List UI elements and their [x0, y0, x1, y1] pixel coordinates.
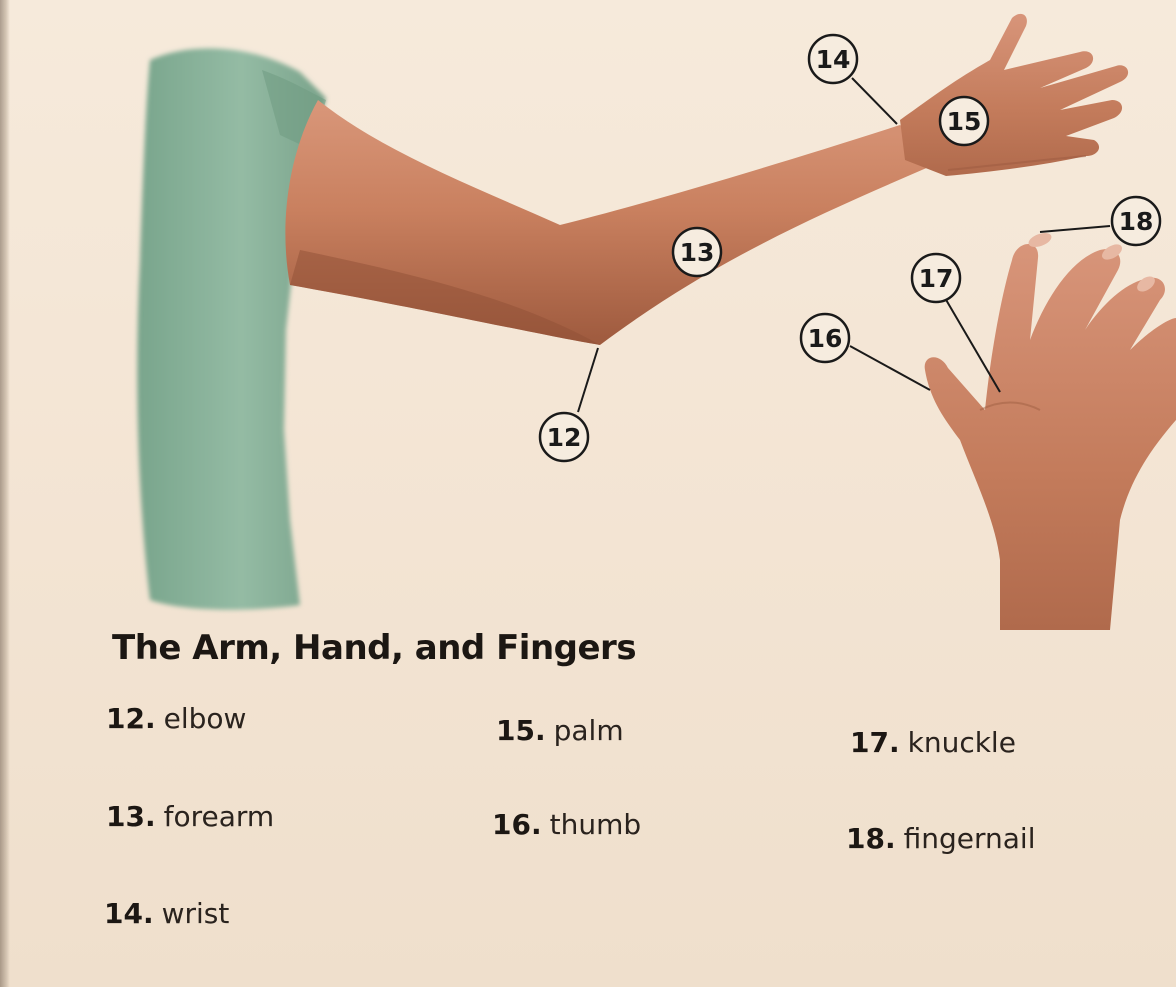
term-number: 17.	[850, 726, 900, 759]
callout-15-label: 15	[947, 107, 982, 136]
term-word: knuckle	[908, 726, 1016, 759]
callout-15: 15	[940, 97, 988, 145]
term-item: 12.elbow	[106, 702, 246, 735]
leader-line-14	[852, 78, 897, 124]
term-item: 13.forearm	[106, 800, 274, 833]
term-word: fingernail	[904, 822, 1036, 855]
callout-17-label: 17	[919, 264, 954, 293]
arm-hand-illustration: 12 13 14 15 16 17 18	[0, 0, 1176, 640]
outstretched-arm	[285, 14, 1128, 345]
section-title: The Arm, Hand, and Fingers	[112, 628, 636, 668]
green-shirt	[137, 48, 326, 609]
callout-18: 18	[1112, 197, 1160, 245]
term-word: forearm	[164, 800, 275, 833]
term-item: 16.thumb	[492, 808, 641, 841]
callout-13-label: 13	[680, 238, 715, 267]
callout-14: 14	[809, 35, 857, 83]
term-item: 15.palm	[496, 714, 624, 747]
callout-16: 16	[801, 314, 849, 362]
term-number: 15.	[496, 714, 546, 747]
callout-16-label: 16	[808, 324, 843, 353]
term-item: 14.wrist	[104, 897, 229, 930]
term-number: 12.	[106, 702, 156, 735]
term-item: 18.fingernail	[846, 822, 1035, 855]
term-number: 18.	[846, 822, 896, 855]
term-word: elbow	[164, 702, 247, 735]
term-number: 14.	[104, 897, 154, 930]
leader-line-16	[850, 346, 930, 390]
term-word: palm	[554, 714, 624, 747]
term-item: 17.knuckle	[850, 726, 1016, 759]
term-number: 13.	[106, 800, 156, 833]
term-word: thumb	[550, 808, 642, 841]
callout-12-label: 12	[547, 423, 582, 452]
callout-13: 13	[673, 228, 721, 276]
leader-line-12	[578, 348, 598, 412]
callout-18-label: 18	[1119, 207, 1154, 236]
raised-hand	[925, 230, 1176, 630]
term-word: wrist	[162, 897, 230, 930]
term-number: 16.	[492, 808, 542, 841]
callout-17: 17	[912, 254, 960, 302]
callout-12: 12	[540, 413, 588, 461]
leader-line-18	[1040, 226, 1110, 232]
callout-14-label: 14	[816, 45, 851, 74]
